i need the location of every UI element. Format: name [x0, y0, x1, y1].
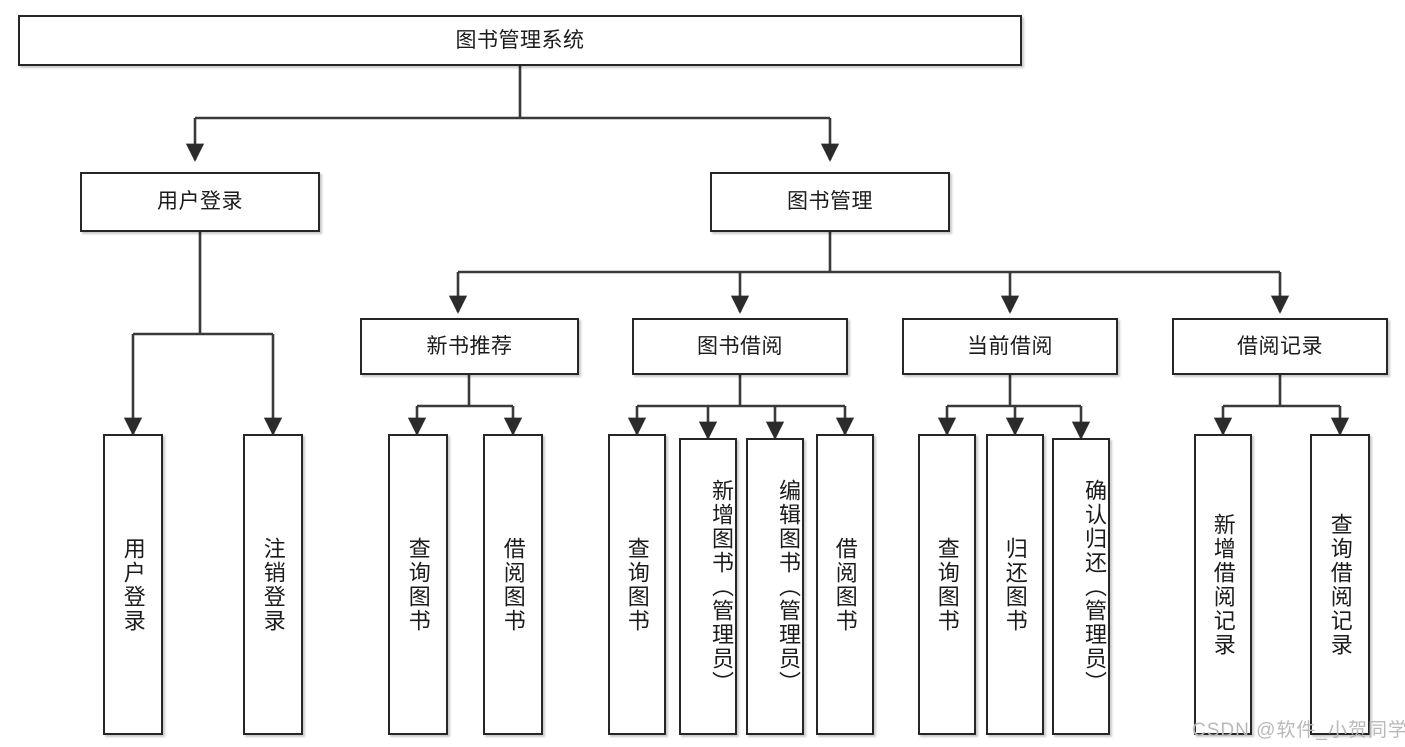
node-new-book-recommend[interactable]: 新书推荐	[360, 318, 579, 375]
node-current-borrow[interactable]: 当前借阅	[902, 318, 1118, 375]
csdn-watermark: CSDN @软件_小贺同学	[1192, 720, 1405, 741]
leaf-book-borrow-edit-book-admin[interactable]: 编辑图书（管理员）	[746, 438, 804, 735]
leaf-new-book-query-book[interactable]: 查询图书	[388, 434, 448, 735]
leaf-borrow-record-add-record[interactable]: 新增借阅记录	[1194, 434, 1252, 735]
node-root-book-management-system[interactable]: 图书管理系统	[18, 15, 1022, 66]
leaf-current-borrow-query-book[interactable]: 查询图书	[918, 434, 976, 735]
leaf-borrow-record-query-record[interactable]: 查询借阅记录	[1310, 434, 1370, 735]
leaf-current-borrow-confirm-return-admin[interactable]: 确认归还（管理员）	[1052, 438, 1110, 735]
leaf-label: 新增图书（管理员）	[709, 478, 734, 695]
leaf-new-book-borrow-book[interactable]: 借阅图书	[483, 434, 543, 735]
node-borrow-record[interactable]: 借阅记录	[1172, 318, 1388, 375]
leaf-current-borrow-return-book[interactable]: 归还图书	[986, 434, 1044, 735]
node-user-login[interactable]: 用户登录	[80, 172, 320, 232]
leaf-book-borrow-query-book[interactable]: 查询图书	[608, 434, 666, 735]
node-book-management[interactable]: 图书管理	[710, 172, 950, 232]
leaf-label: 编辑图书（管理员）	[776, 478, 801, 695]
leaf-user-login-logout[interactable]: 注销登录	[243, 434, 303, 735]
node-book-borrow[interactable]: 图书借阅	[632, 318, 848, 375]
leaf-book-borrow-borrow-book[interactable]: 借阅图书	[816, 434, 874, 735]
leaf-user-login-login[interactable]: 用户登录	[103, 434, 163, 735]
leaf-book-borrow-add-book-admin[interactable]: 新增图书（管理员）	[679, 438, 737, 735]
leaf-label: 确认归还（管理员）	[1082, 478, 1107, 695]
